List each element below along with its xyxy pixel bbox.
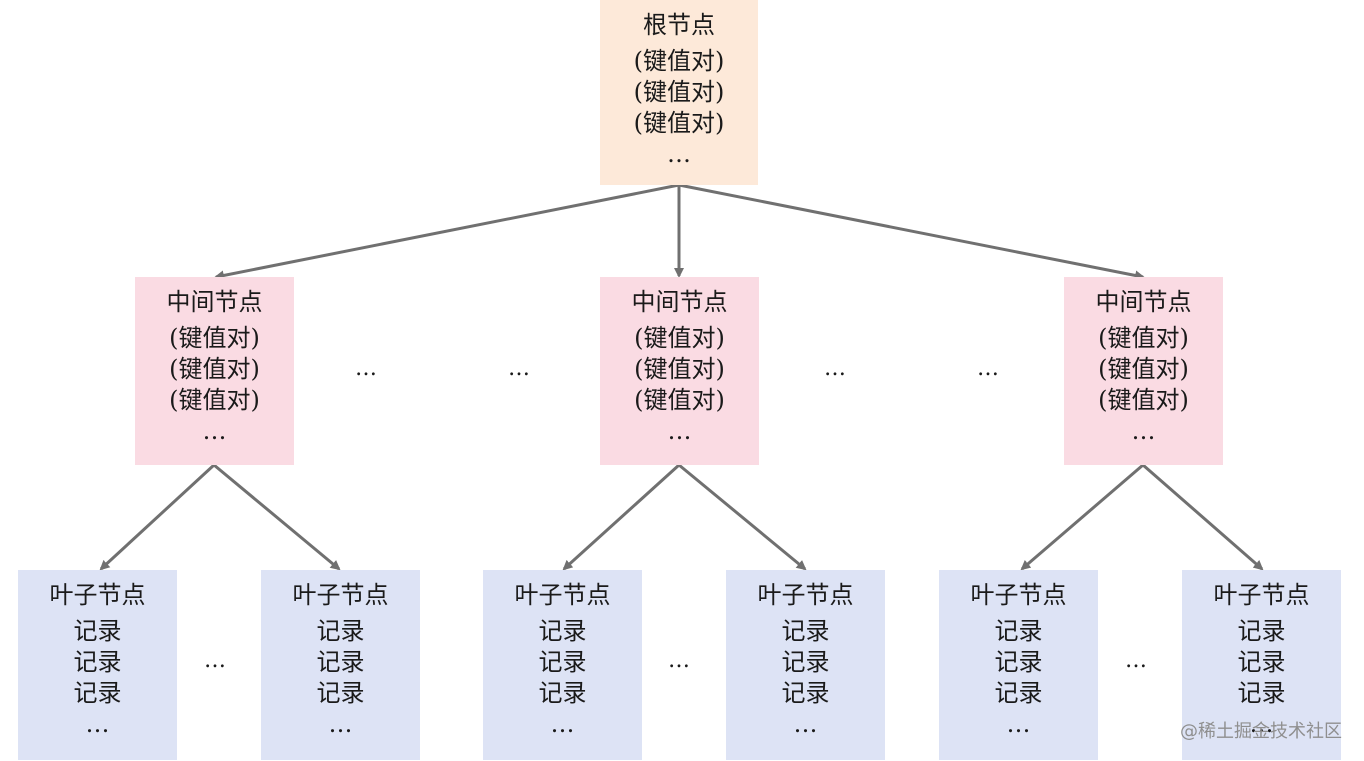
middle-node-entry: (键值对) bbox=[1098, 386, 1189, 414]
middle-node-more: … bbox=[1131, 417, 1156, 445]
edge-middle-3-to-leaf-5 bbox=[1020, 463, 1144, 571]
leaf-node-record: 记录 bbox=[781, 648, 830, 676]
leaf-node-title: 叶子节点 bbox=[292, 581, 389, 609]
middle-node-title: 中间节点 bbox=[166, 288, 263, 316]
middle-node-entry: (键值对) bbox=[634, 386, 725, 414]
leaf-node-more: … bbox=[1006, 710, 1031, 738]
middle-node-entry: (键值对) bbox=[634, 324, 725, 352]
root-node-entry: (键值对) bbox=[633, 47, 725, 75]
leaf-node-more: … bbox=[550, 710, 575, 738]
leaf-node-title: 叶子节点 bbox=[757, 581, 854, 609]
leaf-node-record: 记录 bbox=[1237, 679, 1286, 707]
root-node-title: 根节点 bbox=[643, 11, 715, 39]
leaf-node-more: … bbox=[328, 710, 353, 738]
leaf-node-record: 记录 bbox=[781, 679, 830, 707]
edge-middle-3-to-leaf-6 bbox=[1142, 463, 1264, 571]
edge-middle-1-to-leaf-2 bbox=[213, 463, 341, 571]
leaf-node-record: 记录 bbox=[994, 679, 1043, 707]
leaf-node-title: 叶子节点 bbox=[1213, 581, 1310, 609]
middle-node-entry: (键值对) bbox=[634, 355, 725, 383]
leaf-node-record: 记录 bbox=[994, 648, 1043, 676]
leaf-node-1: 叶子节点 记录 记录 记录 … bbox=[18, 570, 177, 760]
leaf-node-record: 记录 bbox=[781, 617, 830, 645]
leaf-node-record: 记录 bbox=[538, 679, 587, 707]
leaf-node-record: 记录 bbox=[538, 617, 587, 645]
watermark: @稀土掘金技术社区 bbox=[1180, 721, 1342, 742]
leaf-node-3: 叶子节点 记录 记录 记录 … bbox=[483, 570, 642, 760]
leaf-node-6: 叶子节点 记录 记录 记录 … bbox=[1182, 570, 1341, 760]
leaf-node-record: 记录 bbox=[1237, 648, 1286, 676]
middle-node-entry: (键值对) bbox=[169, 386, 260, 414]
root-node-entry: (键值对) bbox=[633, 109, 725, 137]
leaf-node-record: 记录 bbox=[316, 617, 365, 645]
leaf-node-more: … bbox=[793, 710, 818, 738]
root-node-entry: (键值对) bbox=[633, 78, 725, 106]
middle-node-entry: (键值对) bbox=[1098, 324, 1189, 352]
middle-node-more: … bbox=[202, 417, 227, 445]
edge-middle-2-to-leaf-4 bbox=[678, 463, 807, 571]
leaf-node-record: 记录 bbox=[994, 617, 1043, 645]
middle-node-entry: (键值对) bbox=[169, 355, 260, 383]
ellipsis: … bbox=[977, 356, 1000, 381]
ellipsis: … bbox=[204, 648, 227, 673]
leaf-node-record: 记录 bbox=[316, 679, 365, 707]
middle-node-title: 中间节点 bbox=[631, 288, 728, 316]
middle-node-entry: (键值对) bbox=[169, 324, 260, 352]
middle-node-3: 中间节点 (键值对) (键值对) (键值对) … bbox=[1064, 277, 1223, 465]
edge-root-to-middle-1 bbox=[214, 183, 680, 281]
ellipsis: … bbox=[355, 356, 378, 381]
ellipsis: … bbox=[824, 356, 847, 381]
root-node: 根节点 (键值对) (键值对) (键值对) … bbox=[600, 0, 758, 185]
root-node-more: … bbox=[667, 140, 691, 168]
edge-root-to-middle-3 bbox=[678, 183, 1145, 281]
leaf-node-2: 叶子节点 记录 记录 记录 … bbox=[261, 570, 420, 760]
middle-node-title: 中间节点 bbox=[1095, 288, 1192, 316]
leaf-node-more: … bbox=[1249, 710, 1274, 738]
leaf-node-more: … bbox=[85, 710, 110, 738]
leaf-node-record: 记录 bbox=[73, 679, 122, 707]
ellipsis: … bbox=[508, 356, 531, 381]
middle-node-entry: (键值对) bbox=[1098, 355, 1189, 383]
leaf-node-record: 记录 bbox=[73, 648, 122, 676]
leaf-node-record: 记录 bbox=[1237, 617, 1286, 645]
leaf-node-title: 叶子节点 bbox=[49, 581, 146, 609]
edge-middle-1-to-leaf-1 bbox=[99, 463, 216, 571]
leaf-node-record: 记录 bbox=[73, 617, 122, 645]
edge-middle-2-to-leaf-3 bbox=[562, 463, 681, 571]
middle-node-1: 中间节点 (键值对) (键值对) (键值对) … bbox=[135, 277, 294, 465]
leaf-node-record: 记录 bbox=[538, 648, 587, 676]
middle-node-more: … bbox=[667, 417, 692, 445]
leaf-node-4: 叶子节点 记录 记录 记录 … bbox=[726, 570, 885, 760]
leaf-node-record: 记录 bbox=[316, 648, 365, 676]
middle-node-2: 中间节点 (键值对) (键值对) (键值对) … bbox=[600, 277, 759, 465]
leaf-node-title: 叶子节点 bbox=[514, 581, 611, 609]
leaf-node-title: 叶子节点 bbox=[970, 581, 1067, 609]
leaf-node-5: 叶子节点 记录 记录 记录 … bbox=[939, 570, 1098, 760]
ellipsis: … bbox=[668, 648, 691, 673]
ellipsis: … bbox=[1125, 648, 1148, 673]
